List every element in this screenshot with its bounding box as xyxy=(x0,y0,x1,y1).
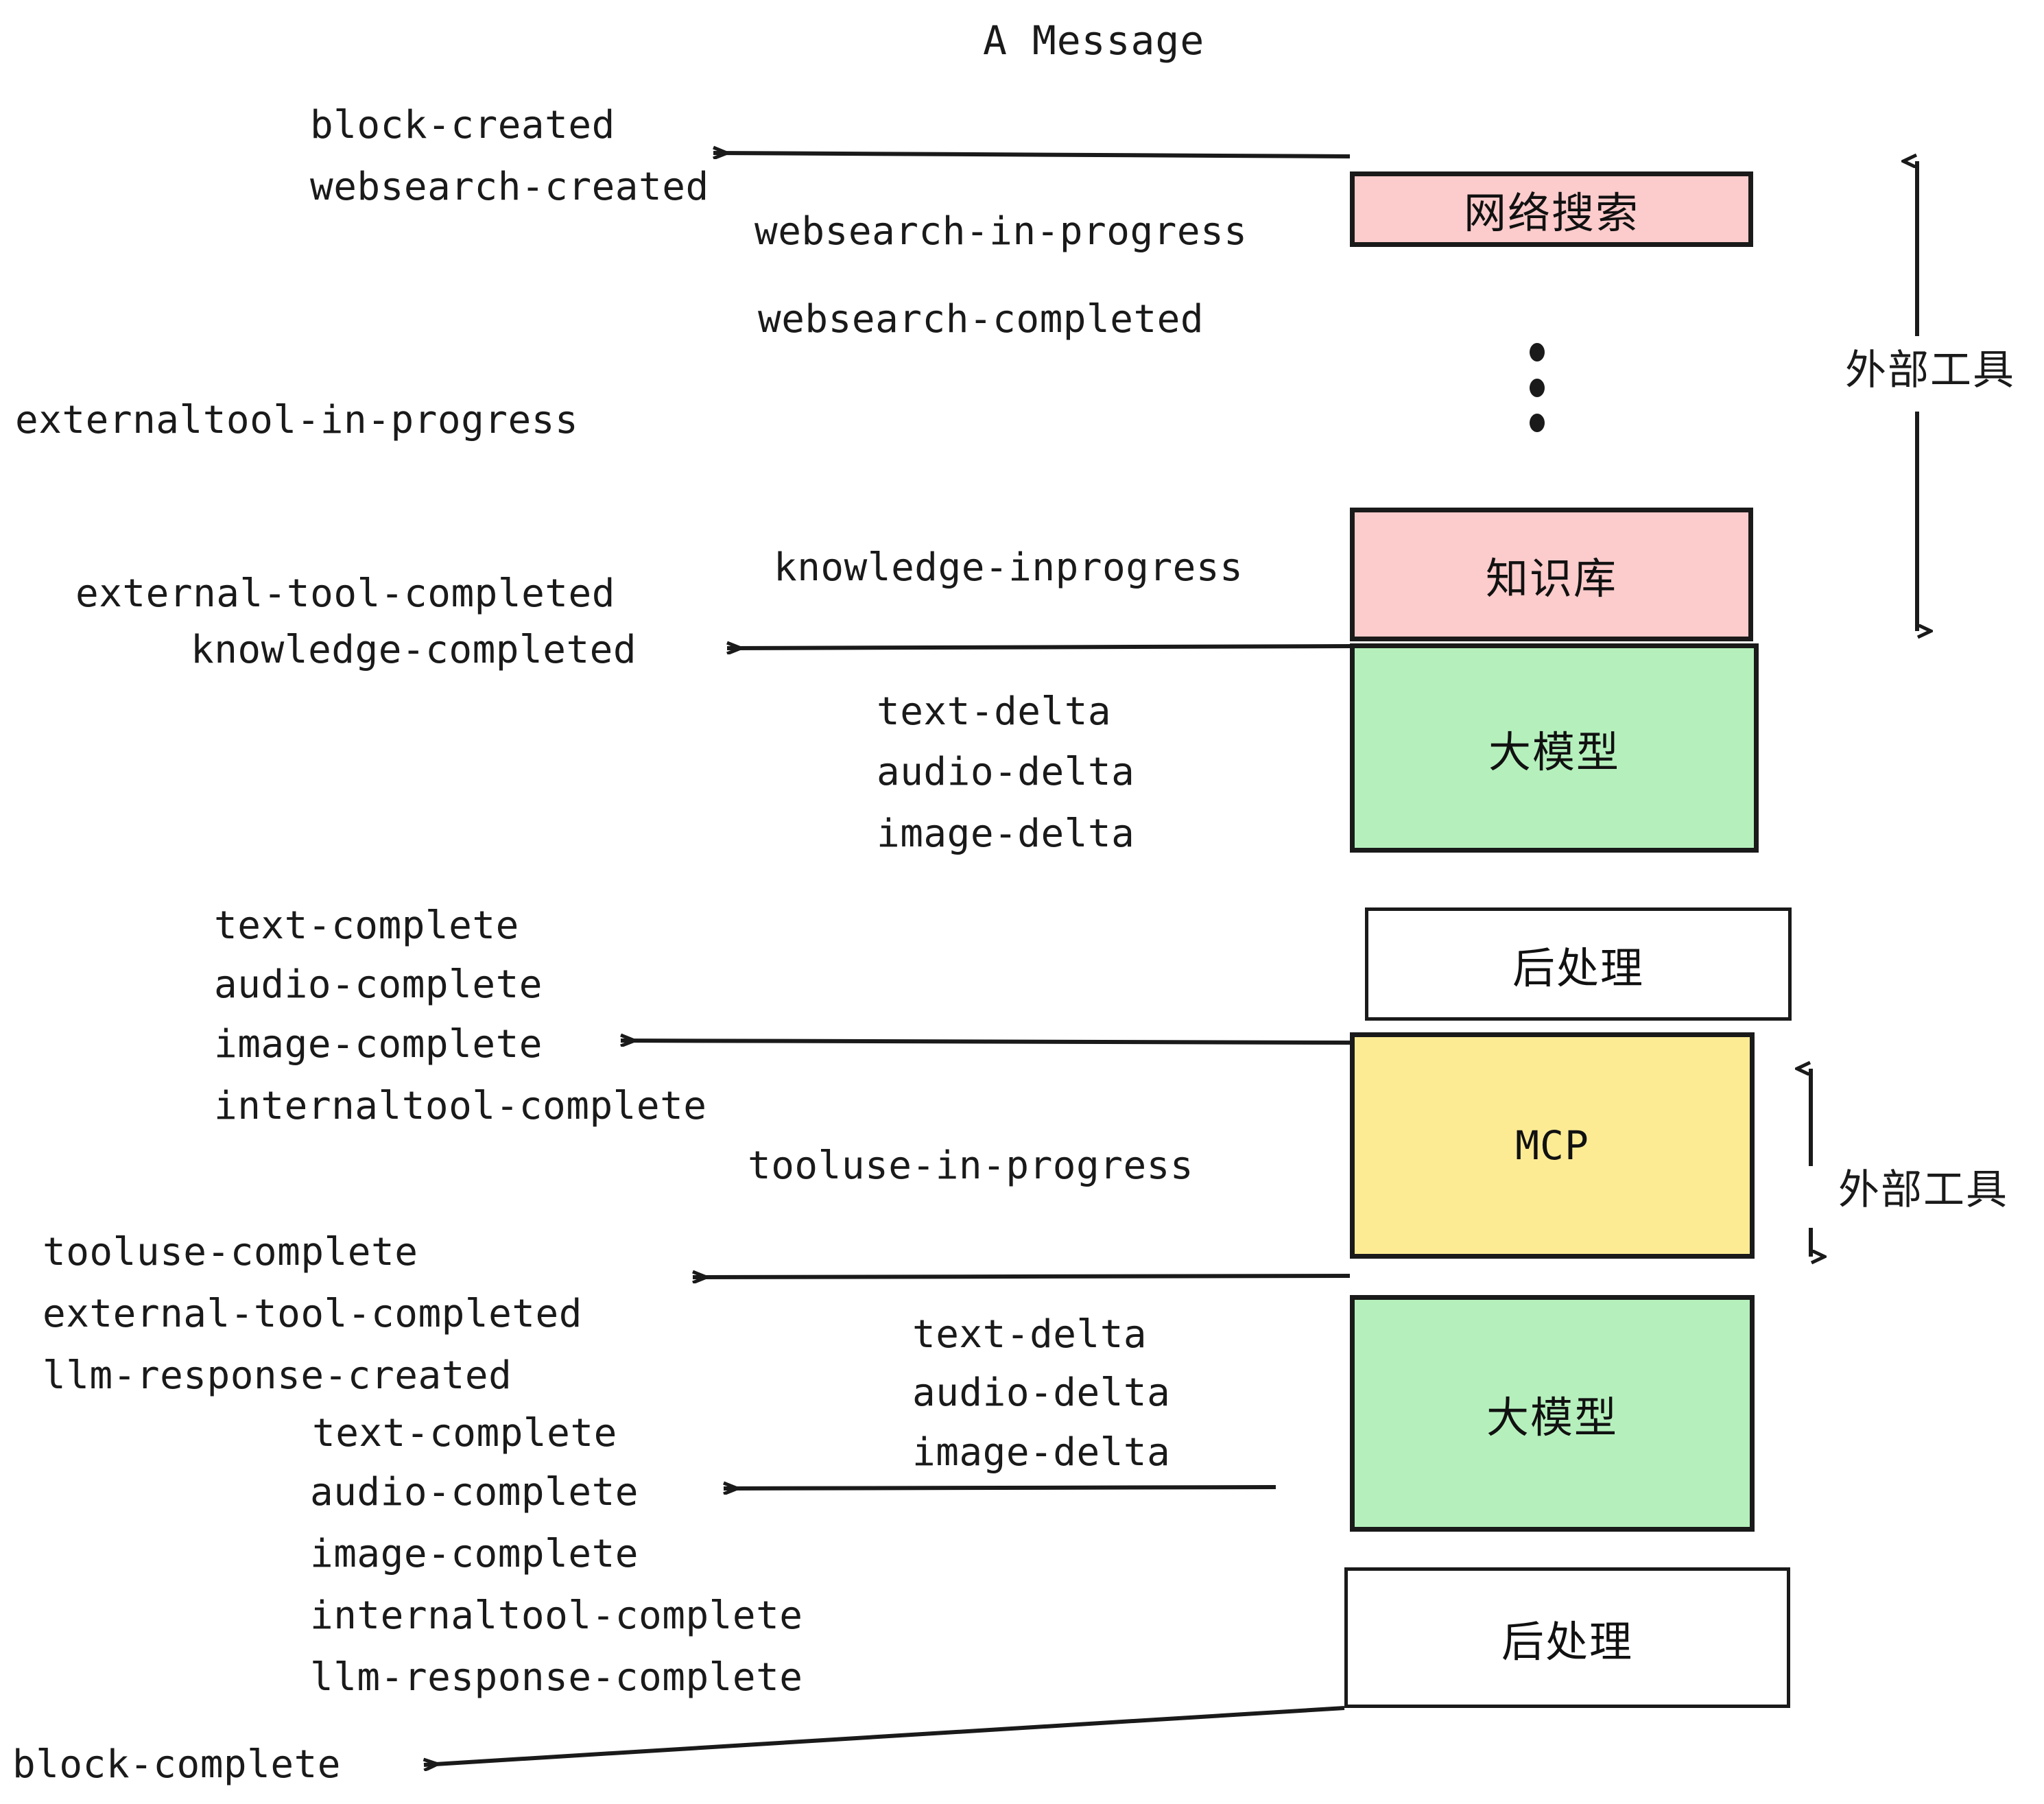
event-block-created: block-created xyxy=(310,103,615,147)
node-mcp-label: MCP xyxy=(1515,1122,1589,1169)
event-knowledge-completed: knowledge-completed xyxy=(191,628,637,672)
event-external-tool-completed-2: external-tool-completed xyxy=(43,1292,582,1336)
node-postprocess-2-label: 后处理 xyxy=(1501,1616,1633,1667)
node-mcp[interactable]: MCP xyxy=(1350,1032,1755,1259)
event-externaltool-in-progress: externaltool-in-progress xyxy=(15,398,579,442)
node-llm-2[interactable]: 大模型 xyxy=(1350,1295,1755,1532)
event-internaltool-complete-2: internaltool-complete xyxy=(310,1593,803,1638)
node-postprocess-1-label: 后处理 xyxy=(1512,942,1644,993)
event-text-delta-1: text-delta xyxy=(877,689,1112,734)
event-image-complete-2: image-complete xyxy=(310,1532,639,1576)
node-llm-1-label: 大模型 xyxy=(1488,726,1620,777)
event-audio-complete-1: audio-complete xyxy=(214,962,543,1007)
event-websearch-created: websearch-created xyxy=(310,165,709,209)
event-image-delta-1: image-delta xyxy=(877,811,1135,856)
node-websearch[interactable]: 网络搜索 xyxy=(1350,171,1753,247)
event-audio-delta-2: audio-delta xyxy=(912,1370,1171,1415)
arrow-audio-complete-2 xyxy=(724,1487,1276,1488)
event-audio-complete-2: audio-complete xyxy=(310,1470,639,1515)
event-llm-response-created: llm-response-created xyxy=(43,1353,512,1398)
node-llm-2-label: 大模型 xyxy=(1486,1392,1618,1443)
vertical-ellipsis-icon xyxy=(1530,343,1545,432)
event-text-complete-1: text-complete xyxy=(214,903,519,948)
event-audio-delta-1: audio-delta xyxy=(877,750,1135,794)
event-llm-response-complete: llm-response-complete xyxy=(310,1655,803,1700)
node-knowledge[interactable]: 知识库 xyxy=(1350,508,1753,641)
event-tooluse-complete: tooluse-complete xyxy=(43,1230,418,1274)
node-websearch-label: 网络搜索 xyxy=(1463,188,1639,238)
arrow-block-complete xyxy=(424,1706,1345,1765)
arrow-tooluse-complete xyxy=(693,1276,1351,1277)
side-label-external-tools-top: 外部工具 xyxy=(1845,346,2015,394)
arrow-websearch-created xyxy=(713,153,1351,156)
diagram-title: A Message xyxy=(983,17,1205,64)
event-external-tool-completed-1: external-tool-completed xyxy=(75,571,615,616)
event-knowledge-inprogress: knowledge-inprogress xyxy=(774,545,1244,590)
event-websearch-completed: websearch-completed xyxy=(758,297,1204,342)
arrow-knowledge-completed xyxy=(727,646,1351,648)
side-label-external-tools-bottom: 外部工具 xyxy=(1838,1166,2008,1214)
event-image-complete-1: image-complete xyxy=(214,1022,543,1067)
event-text-delta-2: text-delta xyxy=(912,1312,1148,1357)
event-block-complete: block-complete xyxy=(12,1742,342,1787)
event-websearch-in-progress: websearch-in-progress xyxy=(754,209,1248,254)
event-text-complete-2: text-complete xyxy=(312,1411,617,1456)
arrow-image-complete-1 xyxy=(621,1041,1351,1043)
node-postprocess-2[interactable]: 后处理 xyxy=(1344,1567,1790,1708)
event-internaltool-complete-1: internaltool-complete xyxy=(214,1084,707,1128)
node-postprocess-1[interactable]: 后处理 xyxy=(1365,907,1792,1021)
event-image-delta-2: image-delta xyxy=(912,1430,1171,1475)
node-llm-1[interactable]: 大模型 xyxy=(1350,643,1759,853)
event-tooluse-in-progress: tooluse-in-progress xyxy=(748,1143,1194,1188)
node-knowledge-label: 知识库 xyxy=(1485,553,1617,604)
